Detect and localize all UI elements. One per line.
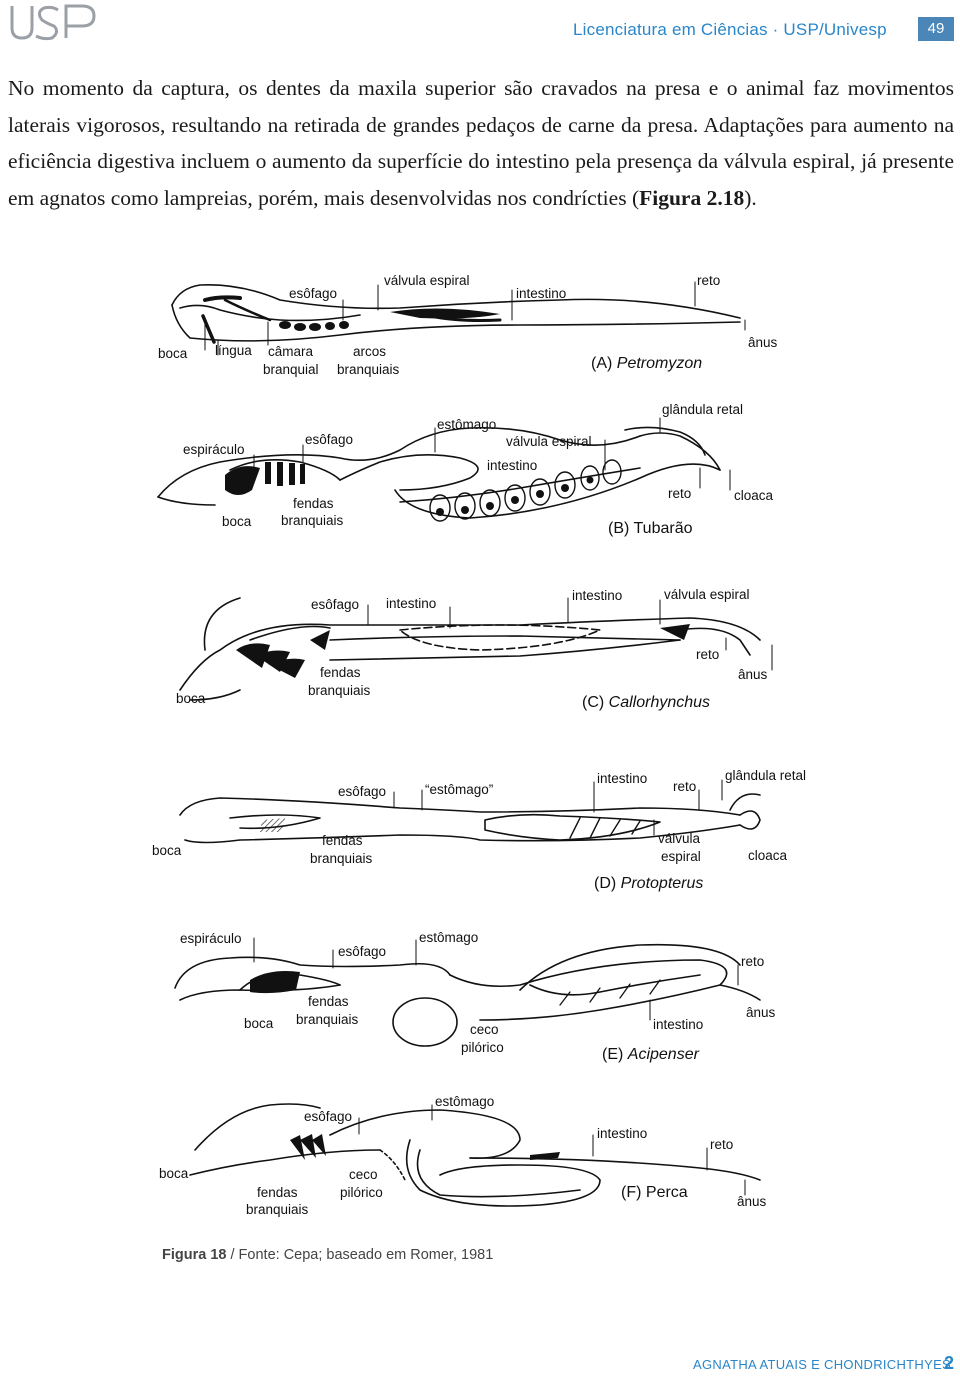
panel-d-labels: esôfago “estômago” intestino reto glându…: [152, 768, 806, 892]
svg-text:câmara: câmara: [268, 344, 314, 359]
footer-chapter-title: AGNATHA ATUAIS E CHONDRICHTHYES: [693, 1357, 952, 1372]
svg-text:ânus: ânus: [737, 1194, 767, 1209]
paragraph-1: No momento da captura, os dentes da maxi…: [8, 76, 954, 210]
svg-text:ceco: ceco: [470, 1022, 499, 1037]
svg-text:boca: boca: [159, 1166, 189, 1181]
svg-text:boca: boca: [152, 843, 182, 858]
svg-text:esôfago: esôfago: [338, 944, 386, 959]
svg-text:reto: reto: [673, 779, 696, 794]
svg-text:branquiais: branquiais: [296, 1012, 359, 1027]
svg-text:branquiais: branquiais: [246, 1202, 309, 1217]
svg-text:intestino: intestino: [487, 458, 537, 473]
svg-text:fendas: fendas: [322, 833, 363, 848]
svg-text:esôfago: esôfago: [305, 432, 353, 447]
svg-text:(D) Protopterus: (D) Protopterus: [594, 875, 703, 892]
svg-text:boca: boca: [176, 691, 206, 706]
panel-b-labels: espiráculo esôfago estômago glândula ret…: [183, 402, 774, 537]
svg-text:fendas: fendas: [308, 994, 349, 1009]
svg-text:branquiais: branquiais: [281, 513, 344, 528]
svg-text:válvula: válvula: [658, 831, 701, 846]
svg-text:ânus: ânus: [738, 667, 768, 682]
svg-text:glândula retal: glândula retal: [662, 402, 743, 417]
svg-text:língua: língua: [215, 343, 252, 358]
body-text: No momento da captura, os dentes da maxi…: [8, 70, 954, 216]
panel-c-labels: esôfago intestino intestino válvula espi…: [176, 587, 768, 711]
svg-text:esôfago: esôfago: [311, 597, 359, 612]
svg-text:branquial: branquial: [263, 362, 319, 377]
svg-text:(C) Callorhynchus: (C) Callorhynchus: [582, 694, 710, 711]
panel-c-callorhynchus: [179, 597, 761, 701]
svg-text:válvula espiral: válvula espiral: [384, 273, 470, 288]
svg-text:boca: boca: [158, 346, 188, 361]
svg-text:(F) Perca: (F) Perca: [621, 1184, 688, 1201]
svg-text:fendas: fendas: [293, 496, 334, 511]
usp-logo: [10, 4, 96, 41]
svg-text:intestino: intestino: [653, 1017, 703, 1032]
svg-text:intestino: intestino: [386, 596, 436, 611]
svg-text:estômago: estômago: [435, 1094, 494, 1109]
svg-text:boca: boca: [244, 1016, 274, 1031]
svg-text:glândula retal: glândula retal: [725, 768, 806, 783]
svg-text:estômago: estômago: [437, 417, 496, 432]
svg-text:ânus: ânus: [748, 335, 778, 350]
svg-text:(E) Acipenser: (E) Acipenser: [602, 1046, 700, 1063]
svg-text:fendas: fendas: [257, 1185, 298, 1200]
svg-text:pilórico: pilórico: [340, 1185, 383, 1200]
panel-e-acipenser: [174, 943, 761, 1047]
svg-text:“estômago”: “estômago”: [425, 782, 493, 797]
svg-text:estômago: estômago: [419, 930, 478, 945]
svg-text:intestino: intestino: [597, 771, 647, 786]
svg-text:intestino: intestino: [572, 588, 622, 603]
svg-text:espiráculo: espiráculo: [183, 442, 245, 457]
svg-text:intestino: intestino: [516, 286, 566, 301]
svg-text:branquiais: branquiais: [308, 683, 371, 698]
svg-text:intestino: intestino: [597, 1126, 647, 1141]
label-leader-lines: [204, 281, 773, 1196]
svg-text:ceco: ceco: [349, 1167, 378, 1182]
svg-text:reto: reto: [696, 647, 719, 662]
svg-text:(A) Petromyzon: (A) Petromyzon: [591, 355, 702, 372]
svg-text:cloaca: cloaca: [748, 848, 788, 863]
page-number-badge: 49: [918, 17, 954, 41]
svg-text:esôfago: esôfago: [304, 1109, 352, 1124]
svg-text:esôfago: esôfago: [338, 784, 386, 799]
panel-a-petromyzon: [171, 283, 741, 344]
svg-text:espiral: espiral: [661, 849, 701, 864]
svg-text:fendas: fendas: [320, 665, 361, 680]
paragraph-2: Adaptações para aumento na eficiência di…: [8, 112, 954, 210]
svg-text:válvula espiral: válvula espiral: [506, 434, 592, 449]
svg-text:válvula espiral: válvula espiral: [664, 587, 750, 602]
svg-text:branquiais: branquiais: [310, 851, 373, 866]
svg-text:boca: boca: [222, 514, 252, 529]
svg-text:(B) Tubarão: (B) Tubarão: [608, 520, 693, 537]
svg-text:cloaca: cloaca: [734, 488, 774, 503]
svg-text:pilórico: pilórico: [461, 1040, 504, 1055]
figure-reference[interactable]: Figura 2.18: [639, 185, 745, 210]
course-title: Licenciatura em Ciências · USP/Univesp: [573, 20, 887, 39]
panel-f-labels: estômago esôfago intestino reto boca cec…: [159, 1094, 767, 1217]
svg-text:reto: reto: [741, 954, 764, 969]
svg-text:reto: reto: [710, 1137, 733, 1152]
figure-caption: Figura 18 / Fonte: Cepa; baseado em Rome…: [162, 1247, 494, 1263]
svg-text:reto: reto: [668, 486, 691, 501]
svg-text:branquiais: branquiais: [337, 362, 400, 377]
footer-chapter-number: 2: [944, 1353, 955, 1373]
panel-d-protopterus: [179, 793, 761, 844]
panel-f-perca: [189, 1103, 761, 1207]
svg-text:ânus: ânus: [746, 1005, 776, 1020]
svg-text:reto: reto: [697, 273, 720, 288]
svg-text:esôfago: esôfago: [289, 286, 337, 301]
panel-b-tubarao: [157, 426, 721, 522]
panel-e-labels: espiráculo esôfago estômago reto boca fe…: [180, 930, 776, 1063]
svg-text:espiráculo: espiráculo: [180, 931, 242, 946]
svg-text:arcos: arcos: [353, 344, 386, 359]
panel-a-labels: boca língua câmara branquial arcos branq…: [158, 273, 778, 377]
